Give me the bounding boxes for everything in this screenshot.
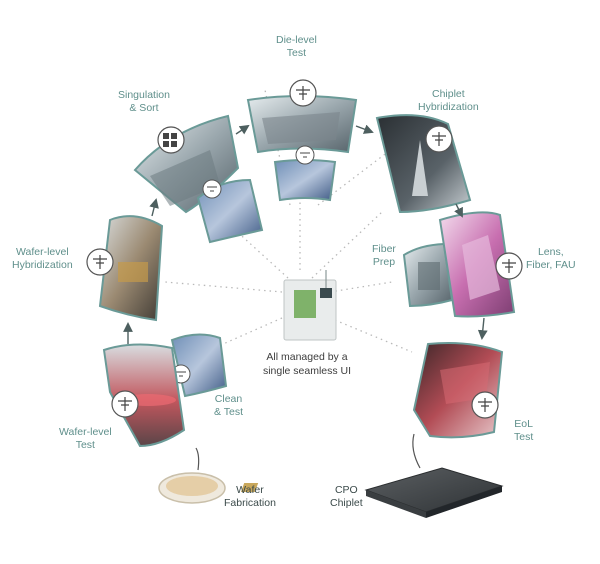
panel-eol-test [412, 342, 504, 439]
central-tool-machine [283, 270, 337, 341]
panel-chiplet-hybridization [375, 114, 472, 214]
panel-singulation-sort [133, 114, 264, 244]
label-singulation-sort: Singulation& Sort [118, 89, 170, 114]
grid-sort-icon [157, 126, 185, 154]
cpo-chiplet-graphic [240, 433, 504, 518]
flow-arrows [123, 124, 488, 344]
label-clean-test: Clean& Test [214, 393, 243, 418]
panel-die-level-test [246, 79, 358, 202]
wafer-fabrication-graphic [158, 447, 226, 504]
connector-spokes [164, 89, 431, 353]
panel-fiber-prep [402, 242, 454, 308]
panel-wafer-level-hybridization [86, 215, 164, 322]
label-lens-fiber-fau: Lens,Fiber, FAU [526, 246, 576, 271]
panel-wafer-level-test [102, 343, 186, 448]
panel-clean-test [170, 333, 228, 398]
panel-lens-fiber-fau [438, 211, 523, 318]
